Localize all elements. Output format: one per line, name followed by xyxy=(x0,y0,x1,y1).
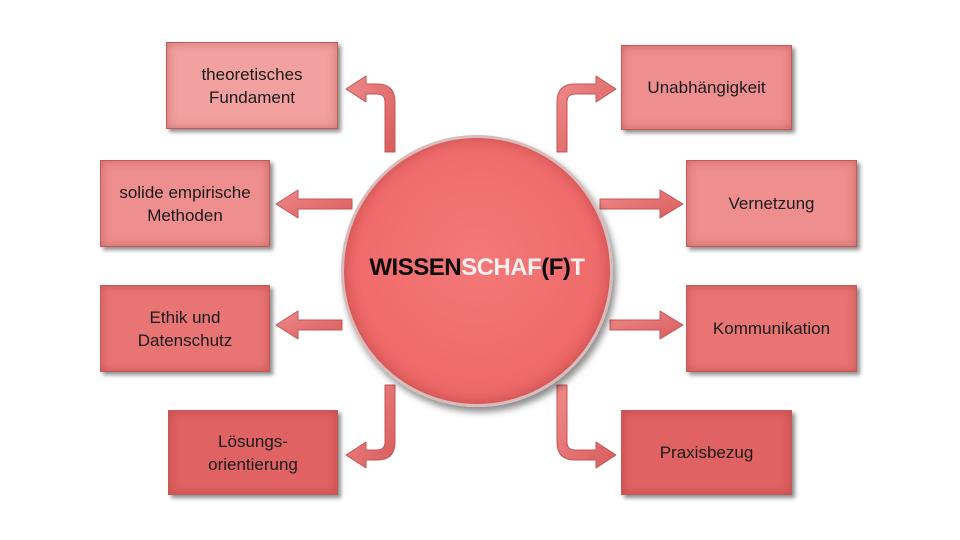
arrow-unabhaengigkeit xyxy=(556,75,617,153)
center-title: WISSENSCHAF(F)T xyxy=(369,254,585,282)
arrow-loesungsorientierung xyxy=(345,384,396,469)
box-praxisbezug: Praxisbezug xyxy=(621,410,792,495)
box-loesungsorientierung: Lösungs- orientierung xyxy=(168,410,338,495)
box-label: Unabhängigkeit xyxy=(647,78,766,97)
box-label: theoretisches Fundament xyxy=(201,64,303,107)
title-part-schaf: SCHAF xyxy=(461,254,542,281)
center-circle: WISSENSCHAF(F)T xyxy=(341,135,613,407)
box-kommunikation: Kommunikation xyxy=(686,285,857,372)
title-part-f: (F) xyxy=(541,254,571,281)
box-label: solide empirische Methoden xyxy=(119,182,251,225)
arrow-empirische-methoden xyxy=(275,189,353,219)
arrow-kommunikation xyxy=(609,310,684,340)
box-label: Lösungs- orientierung xyxy=(208,431,298,474)
box-theoretisches-fundament: theoretisches Fundament xyxy=(166,42,338,129)
title-part-wissen: WISSEN xyxy=(369,254,462,281)
box-label: Vernetzung xyxy=(728,194,815,213)
box-empirische-methoden: solide empirische Methoden xyxy=(100,160,270,247)
box-unabhaengigkeit: Unabhängigkeit xyxy=(621,45,792,130)
title-part-t: T xyxy=(570,254,585,281)
arrow-theoretisches-fundament xyxy=(345,75,396,153)
box-vernetzung: Vernetzung xyxy=(686,160,857,247)
arrow-praxisbezug xyxy=(556,384,617,469)
box-label: Ethik und Datenschutz xyxy=(137,307,233,350)
box-ethik-datenschutz: Ethik und Datenschutz xyxy=(100,285,270,372)
box-label: Kommunikation xyxy=(712,319,831,338)
arrow-vernetzung xyxy=(599,189,684,219)
box-label: Praxisbezug xyxy=(659,443,754,462)
arrow-ethik-datenschutz xyxy=(275,310,343,340)
